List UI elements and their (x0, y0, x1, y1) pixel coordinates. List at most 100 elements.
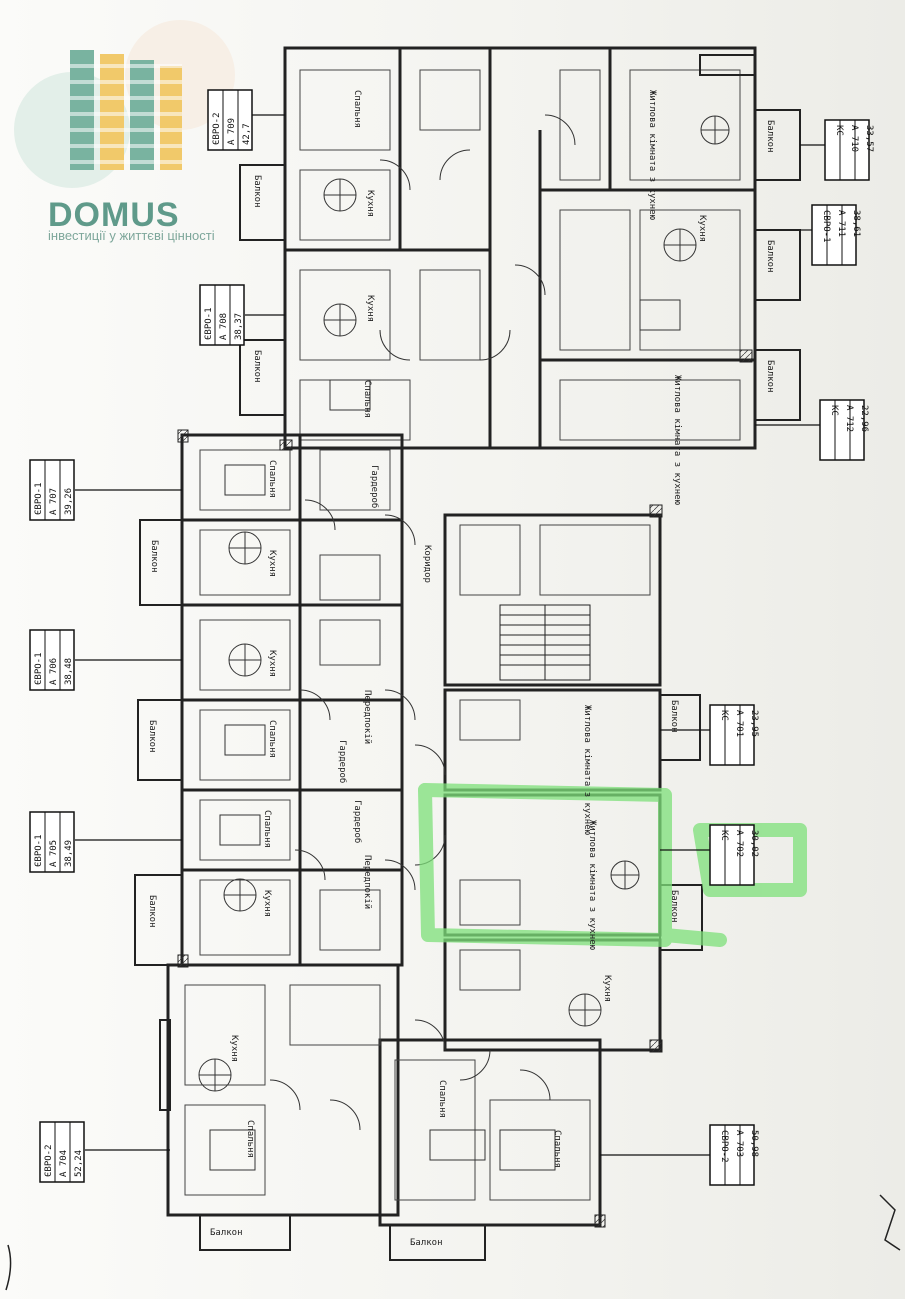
tag-a709-type: ЄВРО-2 (212, 112, 222, 145)
room-label-balcony-709: Балкон (252, 175, 262, 208)
room-label-kitchen-709: Кухня (365, 190, 375, 217)
apartment-tag-a703: ЄВРО-2 А 703 50,98 (709, 1124, 759, 1186)
tag-a704-area: 52,24 (74, 1150, 84, 1177)
lower-furniture (198, 464, 640, 1171)
highlight-apartment-702 (418, 783, 807, 947)
room-label-hall-705: Передпокій (362, 855, 372, 909)
leader-lines (75, 114, 825, 1156)
tag-a712-type: КС (829, 405, 839, 416)
lower-balconies (134, 519, 703, 1261)
room-labels: Коридор Кухня Спальня Кухня Спальня Спал… (147, 90, 775, 1248)
room-label-bedroom-709: Спальня (352, 90, 362, 128)
room-label-kitchen-708: Кухня (365, 295, 375, 322)
room-label-bedroom-704: Спальня (245, 1120, 255, 1158)
tag-a705-area: 38,49 (64, 840, 74, 867)
room-label-balcony-702: Балкон (669, 890, 679, 923)
tag-a701-type: КС (719, 710, 729, 721)
tag-a707-type: ЄВРО-1 (34, 482, 44, 515)
tag-a704-number: А 704 (59, 1150, 69, 1177)
tag-a710-area: 33,57 (864, 125, 874, 152)
tag-a710-number: А 710 (849, 125, 859, 152)
tag-a702-number: А 702 (734, 830, 744, 857)
room-label-wardrobe-707: Гардероб (369, 465, 380, 508)
room-label-wardrobe-705: Гардероб (352, 800, 363, 843)
apartment-tag-a706: ЄВРО-1 А 706 38,48 (29, 629, 75, 691)
tag-a702-area: 30,02 (749, 830, 759, 857)
tag-a709-number: А 709 (227, 118, 237, 145)
room-label-balcony-712: Балкон (765, 360, 775, 393)
room-label-kitchen-704: Кухня (229, 1035, 239, 1062)
apartment-tag-a701: КС А 701 23,95 (709, 704, 759, 766)
tag-a703-number: А 703 (734, 1130, 744, 1157)
room-label-balcony-708: Балкон (252, 350, 262, 383)
apartment-tag-a704: ЄВРО-2 А 704 52,24 (39, 1121, 85, 1183)
room-label-bedroom-706: Спальня (267, 720, 277, 758)
tag-a710-type: КС (834, 125, 844, 136)
tag-a711-area: 38,61 (851, 210, 861, 237)
tag-a707-number: А 707 (49, 488, 59, 515)
tag-a706-area: 38,48 (64, 658, 74, 685)
tag-a707-area: 39,26 (64, 488, 74, 515)
tag-a712-area: 22,96 (859, 405, 869, 432)
lower-block-thin-lines (184, 449, 651, 1201)
room-label-balcony-705: Балкон (147, 895, 157, 928)
stairwell (499, 604, 591, 681)
logo-brand-text: DOMUS (48, 196, 180, 234)
tag-a712-number: А 712 (844, 405, 854, 432)
room-label-bedroom-703a: Спальня (437, 1080, 447, 1118)
tag-a703-area: 50,98 (749, 1130, 759, 1157)
room-label-studio-702: Житлова кімната з кухнею (587, 820, 597, 951)
apartment-tag-a710: КС А 710 33,57 (824, 119, 874, 181)
logo-tagline: інвестиції у життєві цінності (48, 228, 215, 243)
domus-logo: DOMUS інвестиції у життєві цінності (10, 20, 240, 243)
apartment-tag-a709: ЄВРО-2 А 709 42,7 (207, 89, 253, 151)
structural-columns (177, 349, 753, 1228)
room-label-kitchen-707: Кухня (267, 550, 277, 577)
upper-furniture (323, 114, 730, 411)
room-label-balcony-707: Балкон (149, 540, 159, 573)
room-label-balcony-706: Балкон (147, 720, 157, 753)
corridor-label: Коридор (422, 545, 432, 583)
tag-a708-number: А 708 (219, 313, 229, 340)
tag-a708-type: ЄВРО-1 (204, 307, 214, 340)
tag-a711-type: ЄВРО-1 (821, 210, 831, 243)
tag-a708-area: 38,37 (234, 313, 244, 340)
room-label-balcony-711: Балкон (765, 240, 775, 273)
room-label-balcony-703: Балкон (410, 1238, 443, 1248)
room-label-bedroom-708: Спальня (362, 380, 372, 418)
tag-a705-type: ЄВРО-1 (34, 834, 44, 867)
room-label-studio-701: Житлова кімната з кухнею (582, 705, 592, 836)
room-label-kitchen-705: Кухня (262, 890, 272, 917)
scan-edge-marks (5, 1194, 901, 1291)
tag-a701-number: А 701 (734, 710, 744, 737)
tag-a704-type: ЄВРО-2 (44, 1144, 54, 1177)
room-label-bedroom-707: Спальня (267, 460, 277, 498)
tag-a701-area: 23,95 (749, 710, 759, 737)
room-label-wardrobe-706: Гардероб (337, 740, 348, 783)
apartment-tag-a705: ЄВРО-1 А 705 38,49 (29, 811, 75, 873)
apartment-tag-a708: ЄВРО-1 А 708 38,37 (199, 284, 245, 346)
room-label-bedroom-705: Спальня (262, 810, 272, 848)
upper-block-thin-lines (299, 69, 741, 441)
upper-balconies (239, 54, 801, 421)
room-label-kitchen-711: Кухня (697, 215, 707, 242)
tag-a709-area: 42,7 (242, 123, 252, 145)
tag-a703-type: ЄВРО-2 (719, 1130, 729, 1163)
tag-a705-number: А 705 (49, 840, 59, 867)
room-label-balcony-710: Балкон (765, 120, 775, 153)
apartment-tag-a702: КС А 702 30,02 (709, 824, 759, 886)
room-label-balcony-704: Балкон (210, 1228, 243, 1238)
room-label-hall-706: Передпокій (362, 690, 372, 744)
room-label-kitchen-706: Кухня (267, 650, 277, 677)
room-label-studio-710: Житлова кімната з кухнею (647, 90, 657, 221)
apartment-tag-a711: ЄВРО-1 А 711 38,61 (811, 204, 861, 266)
room-label-bedroom-703b: Спальня (552, 1130, 562, 1168)
apartment-tag-a712: КС А 712 22,96 (819, 399, 869, 461)
tag-a711-number: А 711 (836, 210, 846, 237)
room-label-balcony-701: Балкон (669, 700, 679, 733)
apartment-tag-a707: ЄВРО-1 А 707 39,26 (29, 459, 75, 521)
room-label-studio-712: Житлова кімната з кухнею (672, 375, 682, 506)
tag-a706-number: А 706 (49, 658, 59, 685)
tag-a706-type: ЄВРО-1 (34, 652, 44, 685)
